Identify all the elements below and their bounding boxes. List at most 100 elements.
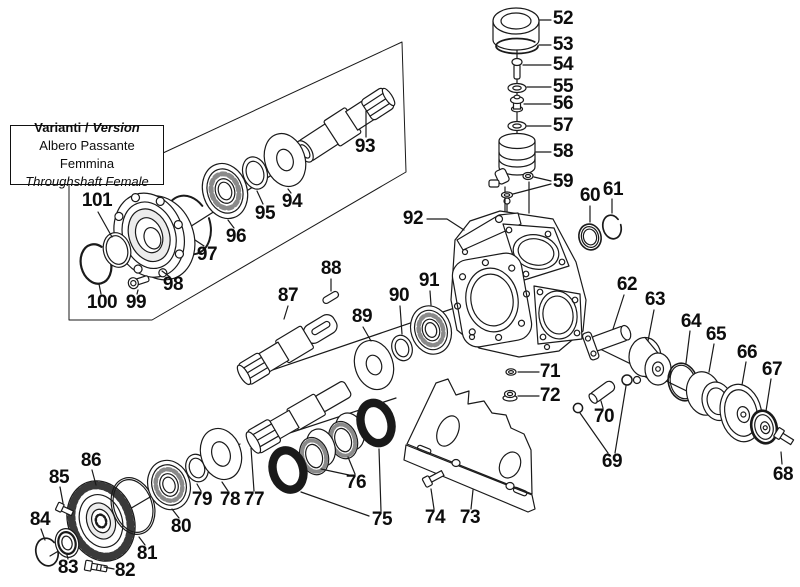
- part-99-bolt: [127, 275, 150, 290]
- part-71-nut: [505, 368, 517, 376]
- part-label-86: 86: [80, 450, 102, 471]
- part-label-54: 54: [552, 54, 574, 75]
- part-label-68: 68: [772, 464, 794, 485]
- part-55-washer: [507, 82, 527, 94]
- leader-lines: [40, 19, 783, 570]
- part-label-70: 70: [593, 406, 615, 427]
- part-60-seal: [578, 223, 602, 251]
- part-68-bolt: [773, 427, 795, 446]
- part-label-91: 91: [418, 270, 440, 291]
- part-label-80: 80: [170, 516, 192, 537]
- part-83-seal: [54, 528, 80, 558]
- part-72-nut: [502, 389, 518, 402]
- part-label-67: 67: [761, 359, 783, 380]
- variant-box: Varianti /Version Albero Passante Femmin…: [10, 120, 164, 189]
- part-label-65: 65: [705, 324, 727, 345]
- part-label-69: 69: [601, 451, 623, 472]
- part-label-85: 85: [48, 467, 70, 488]
- part-86-finned-cover: [66, 480, 136, 562]
- part-101-oring: [102, 232, 132, 268]
- part-label-74: 74: [424, 507, 446, 528]
- part-label-97: 97: [196, 244, 218, 265]
- part-label-72: 72: [539, 385, 561, 406]
- part-87-shaft: [236, 314, 338, 386]
- part-label-55: 55: [552, 76, 574, 97]
- part-label-59: 59: [552, 171, 574, 192]
- part-95-ring: [241, 156, 269, 190]
- part-label-63: 63: [644, 289, 666, 310]
- variant-box-title: Varianti /Version: [34, 119, 139, 137]
- variant-box-line-english: Throughshaft Female: [25, 174, 149, 189]
- part-66-diaphragm-disc: [719, 383, 763, 443]
- part-78-washer-disc: [199, 427, 243, 481]
- part-label-53: 53: [552, 34, 574, 55]
- part-92-crankcase: [450, 197, 587, 358]
- part-label-94: 94: [281, 191, 303, 212]
- part-label-78: 78: [219, 489, 241, 510]
- part-label-52: 52: [552, 8, 574, 29]
- part-96-bearing: [201, 162, 249, 220]
- part-label-77: 77: [243, 489, 265, 510]
- part-93-female-shaft: [295, 87, 396, 163]
- part-61-oring: [601, 214, 623, 240]
- part-89-disc: [353, 339, 395, 391]
- part-label-62: 62: [616, 274, 638, 295]
- variant-box-line-italian: Albero Passante Femmina: [39, 138, 135, 171]
- part-label-96: 96: [225, 226, 247, 247]
- part-label-73: 73: [459, 507, 481, 528]
- part-77-shaft: [245, 381, 352, 454]
- part-label-71: 71: [539, 361, 561, 382]
- part-85-bolt: [54, 501, 75, 517]
- part-label-66: 66: [736, 342, 758, 363]
- part-label-101: 101: [81, 190, 113, 211]
- part-73-mounting-bracket: [403, 378, 536, 513]
- part-label-100: 100: [86, 292, 118, 313]
- part-label-99: 99: [125, 292, 147, 313]
- part-label-98: 98: [162, 274, 184, 295]
- part-67-valve-plate: [749, 409, 779, 445]
- part-label-82: 82: [114, 560, 136, 581]
- part-62-bracket: [581, 324, 632, 361]
- part-label-92: 92: [402, 208, 424, 229]
- part-69-orings: [572, 374, 633, 414]
- part-94-washer-disc: [263, 132, 307, 188]
- part-label-58: 58: [552, 141, 574, 162]
- part-80-bearing: [146, 459, 192, 511]
- part-53-ring: [495, 37, 539, 55]
- part-label-76: 76: [345, 472, 367, 493]
- part-98-bearing-flange: [113, 192, 196, 281]
- part-75-orings-highlighted: [268, 398, 396, 494]
- part-label-61: 61: [602, 179, 624, 200]
- part-label-79: 79: [191, 489, 213, 510]
- part-label-81: 81: [136, 543, 158, 564]
- part-label-87: 87: [277, 285, 299, 306]
- part-label-75: 75: [371, 509, 393, 530]
- variant-box-title-en: Version: [92, 120, 140, 135]
- part-91-bearing: [409, 305, 453, 355]
- variant-box-title-it: Varianti /: [34, 120, 89, 135]
- part-label-64: 64: [680, 311, 702, 332]
- part-74-bolt: [421, 470, 445, 488]
- part-label-57: 57: [552, 115, 574, 136]
- part-90-seal-ring: [391, 334, 413, 362]
- part-56-valve-fitting: [509, 94, 525, 113]
- part-70-pin: [588, 380, 616, 404]
- part-82-bolt: [83, 559, 108, 573]
- part-label-90: 90: [388, 285, 410, 306]
- part-57-washer: [507, 120, 527, 132]
- part-label-88: 88: [320, 258, 342, 279]
- part-label-95: 95: [254, 203, 276, 224]
- part-label-56: 56: [552, 93, 574, 114]
- part-label-60: 60: [579, 185, 601, 206]
- part-88-key: [322, 290, 340, 305]
- part-label-93: 93: [354, 136, 376, 157]
- part-59-hardware: [500, 171, 534, 199]
- part-58-canister: [488, 132, 536, 188]
- variant-boundary-line: [68, 41, 407, 321]
- part-52-cap: [492, 7, 540, 51]
- part-54-bolt: [511, 57, 523, 80]
- part-label-89: 89: [351, 306, 373, 327]
